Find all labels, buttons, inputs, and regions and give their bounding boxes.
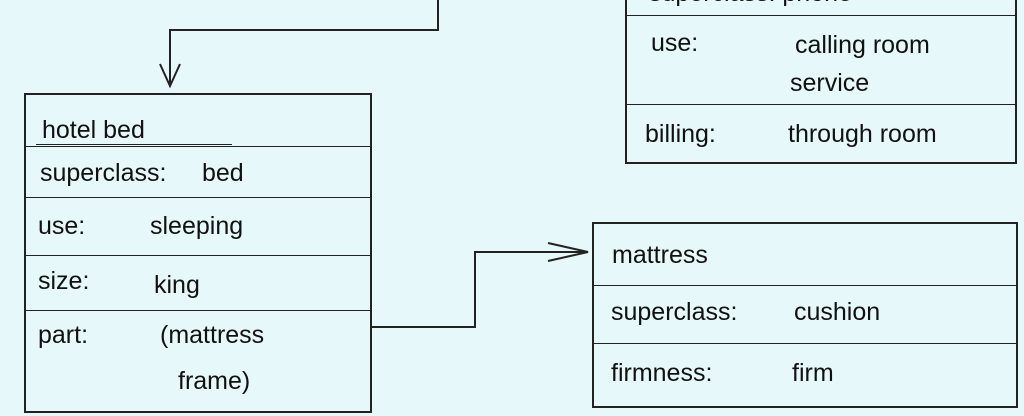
phone-use-value-line-1: calling room [795,31,930,59]
phone-header-row: superclass: phone [627,0,1015,15]
phone-billing-label: billing: [645,120,716,148]
phone-use-row: use: calling room service [627,15,1015,104]
hotel-bed-use-label: use: [38,212,86,240]
hotel-bed-size-value: king [154,271,200,299]
part-arrowhead [547,242,589,262]
phone-use-label: use: [651,29,699,57]
hotel-bed-size-row: size: king [26,255,370,310]
mattress-superclass-row: superclass: cushion [594,285,1016,343]
inheritance-connector [169,0,439,84]
hotel-bed-title-underline [36,144,232,145]
phone-use-value-line-2: service [790,69,870,97]
mattress-firmness-label: firmness: [611,359,713,387]
phone-billing-row: billing: through room [627,104,1015,164]
phone-superclass-text: superclass: phone [649,0,852,10]
hotel-bed-header-row: hotel bed [26,95,370,146]
hotel-bed-title: hotel bed [42,116,145,144]
mattress-firmness-row: firmness: firm [594,343,1016,406]
hotel-bed-superclass-value: bed [202,159,244,187]
mattress-firmness-value: firm [792,359,834,387]
hotel-bed-superclass-row: superclass: bed [26,146,370,197]
hotel-bed-part-row: part: (mattress frame) [26,310,370,411]
mattress-superclass-value: cushion [794,298,881,326]
hotel-bed-class-box: hotel bed superclass: bed use: sleeping … [24,93,372,413]
mattress-class-box: mattress superclass: cushion firmness: f… [592,222,1018,408]
hotel-bed-part-label: part: [38,321,89,349]
inheritance-arrowhead [159,63,181,89]
hotel-bed-use-row: use: sleeping [26,197,370,255]
mattress-header-row: mattress [594,224,1016,285]
mattress-title: mattress [612,241,708,269]
hotel-bed-use-value: sleeping [150,212,244,240]
hotel-bed-superclass-label: superclass: [40,159,167,187]
hotel-bed-part-value-line-1: (mattress [160,321,265,349]
phone-class-box: superclass: phone use: calling room serv… [625,0,1017,164]
hotel-bed-size-label: size: [38,267,90,295]
hotel-bed-part-value-line-2: frame) [178,367,251,395]
phone-billing-value: through room [788,120,937,148]
mattress-superclass-label: superclass: [611,298,738,326]
part-connector [325,251,586,328]
